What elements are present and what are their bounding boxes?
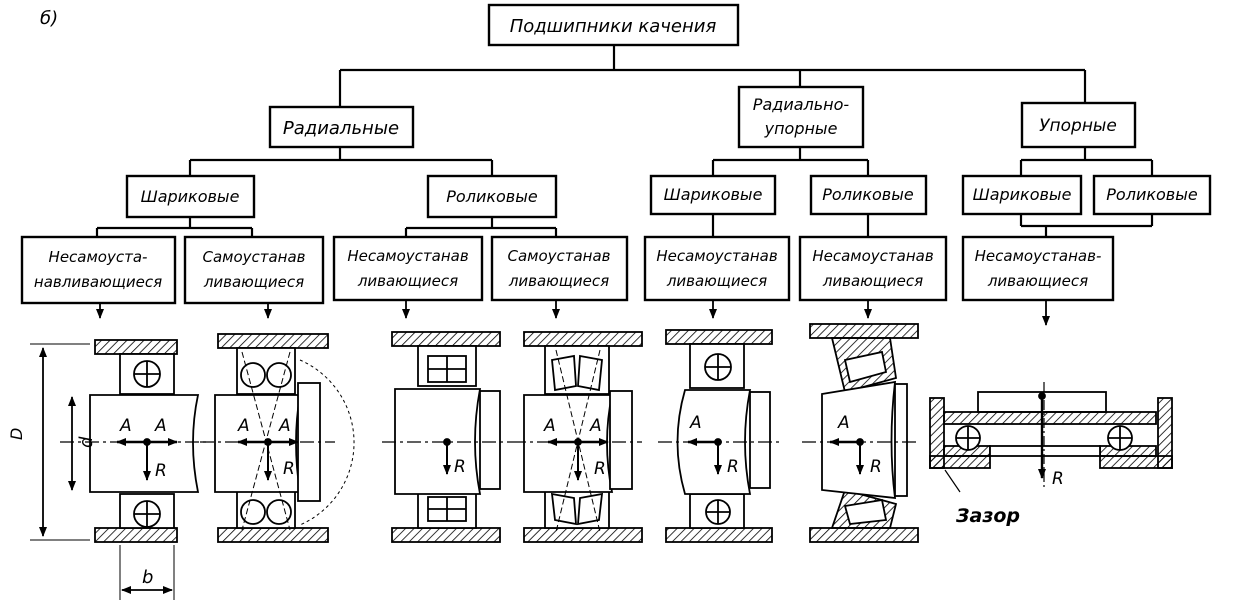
force-radial-label: R <box>155 461 167 481</box>
variant-line: Несамоустанав <box>347 247 468 265</box>
force-axial-label: A <box>837 413 850 433</box>
group-thrust-roller: Роликовые <box>1092 174 1212 216</box>
group-radial-roller-label: Роликовые <box>446 187 538 206</box>
force-radial-label: R <box>594 459 606 479</box>
force-axial-label: A <box>237 416 250 436</box>
bearing-radial-ball-nonself <box>30 339 210 600</box>
variant-line: Несамоустанав <box>656 247 777 265</box>
force-axial-label: A <box>689 413 702 433</box>
variant-radial-ball-nonself: Несамоуста- навливающиеся <box>20 235 177 305</box>
variant-line: ливающиеся <box>357 272 458 290</box>
variant-radial-roller-self: Самоустанав ливающиеся <box>490 235 629 302</box>
figure-label: б) <box>40 8 58 29</box>
bearing-thrust-ball <box>929 382 1173 493</box>
force-radial-label: R <box>727 457 739 477</box>
force-axial-label: A <box>154 416 167 436</box>
group-thrust-ball-label: Шариковые <box>973 185 1072 204</box>
bearing-radial-ball-self <box>200 333 355 543</box>
variant-radial-ball-self: Самоустанав ливающиеся <box>183 235 325 305</box>
bearing-radial-roller-self <box>512 331 643 543</box>
variant-line: ливающиеся <box>203 273 304 291</box>
group-radial-roller: Роликовые <box>426 174 558 219</box>
dimension-b-label: b <box>142 567 153 588</box>
root-label: Подшипники качения <box>510 16 717 37</box>
force-axial-label: A <box>589 416 602 436</box>
force-axial-label: A <box>119 416 132 436</box>
bearing-radial-roller-nonself <box>382 331 512 543</box>
group-thrust-ball: Шариковые <box>961 174 1083 216</box>
group-radial-ball-label: Шариковые <box>141 187 240 206</box>
variant-thrust-nonself: Несамоустанав- ливающиеся <box>961 235 1115 302</box>
bearing-radial-thrust-roller <box>802 323 919 543</box>
variant-line: ливающиеся <box>987 272 1088 290</box>
variant-line: ливающиеся <box>822 272 923 290</box>
variant-line: ливающиеся <box>666 272 767 290</box>
variant-line: Самоустанав <box>202 248 305 266</box>
dimension-d-label: d <box>76 436 97 448</box>
category-radial-thrust-line2: упорные <box>764 119 838 138</box>
force-radial-label: R <box>283 459 295 479</box>
group-radial-thrust-ball: Шариковые <box>649 174 777 216</box>
force-radial-label: R <box>870 457 882 477</box>
force-radial-label: R <box>1052 469 1064 489</box>
variant-rt-ball-nonself: Несамоустанав ливающиеся <box>643 235 791 302</box>
gap-label: Зазор <box>955 505 1020 527</box>
force-axial-label: A <box>543 416 556 436</box>
variant-arrows <box>96 300 1050 326</box>
bearing-radial-thrust-ball <box>658 329 780 543</box>
group-radial-thrust-ball-label: Шариковые <box>664 185 763 204</box>
category-radial-thrust-line1: Радиально- <box>753 95 850 114</box>
group-radial-thrust-roller: Роликовые <box>809 174 928 216</box>
variant-rt-roller-nonself: Несамоустанав ливающиеся <box>798 235 948 302</box>
group-radial-ball: Шариковые <box>125 174 256 219</box>
category-radial: Радиальные <box>268 105 415 149</box>
variant-line: Самоустанав <box>507 247 610 265</box>
category-thrust-label: Упорные <box>1039 116 1117 136</box>
dimension-D-label: D <box>7 428 26 440</box>
variant-line: навливающиеся <box>34 273 162 291</box>
variant-radial-roller-nonself: Несамоустанав ливающиеся <box>332 235 484 302</box>
category-radial-thrust: Радиально- упорные <box>737 85 865 149</box>
group-radial-thrust-roller-label: Роликовые <box>822 185 914 204</box>
force-radial-label: R <box>454 457 466 477</box>
variant-line: ливающиеся <box>508 272 609 290</box>
category-thrust: Упорные <box>1020 101 1137 149</box>
tree-connectors <box>95 45 1154 237</box>
variant-line: Несамоустанав <box>812 247 933 265</box>
category-radial-label: Радиальные <box>283 118 399 139</box>
variant-line: Несамоуста- <box>49 248 148 266</box>
group-thrust-roller-label: Роликовые <box>1106 185 1198 204</box>
root-node: Подшипники качения <box>487 3 740 47</box>
force-axial-label: A <box>278 416 291 436</box>
variant-line: Несамоустанав- <box>975 247 1102 265</box>
